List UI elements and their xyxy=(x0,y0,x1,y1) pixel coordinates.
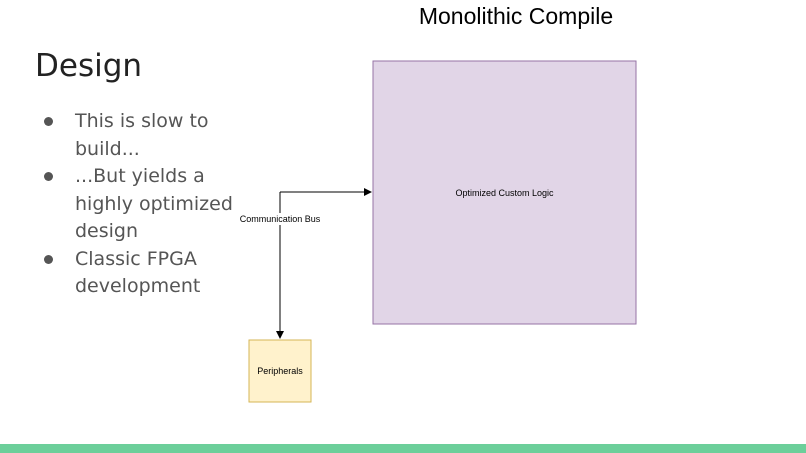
slide-title: Design xyxy=(35,48,143,84)
bullet-list: This is slow to build... ...But yields a… xyxy=(40,108,240,301)
bullet-item: Classic FPGA development xyxy=(40,246,240,301)
bullet-text: ...But yields a highly optimized design xyxy=(75,165,233,242)
bullet-text: This is slow to build... xyxy=(75,110,209,160)
bus-label: Communication Bus xyxy=(240,214,321,224)
bullet-dot-icon xyxy=(44,254,53,264)
optimized-logic-label: Optimized Custom Logic xyxy=(455,188,554,198)
optimized-logic-block xyxy=(372,60,637,325)
bottom-accent-bar xyxy=(0,444,806,453)
bus-label-background xyxy=(240,213,320,225)
bullet-item: ...But yields a highly optimized design xyxy=(40,163,240,246)
peripherals-block xyxy=(248,339,312,403)
bullet-item: This is slow to build... xyxy=(40,108,240,163)
bullet-dot-icon xyxy=(44,172,53,181)
diagram-title: Monolithic Compile xyxy=(419,3,613,29)
bullet-dot-icon xyxy=(44,117,53,126)
peripherals-label: Peripherals xyxy=(257,366,303,376)
bullet-text: Classic FPGA development xyxy=(75,247,201,298)
